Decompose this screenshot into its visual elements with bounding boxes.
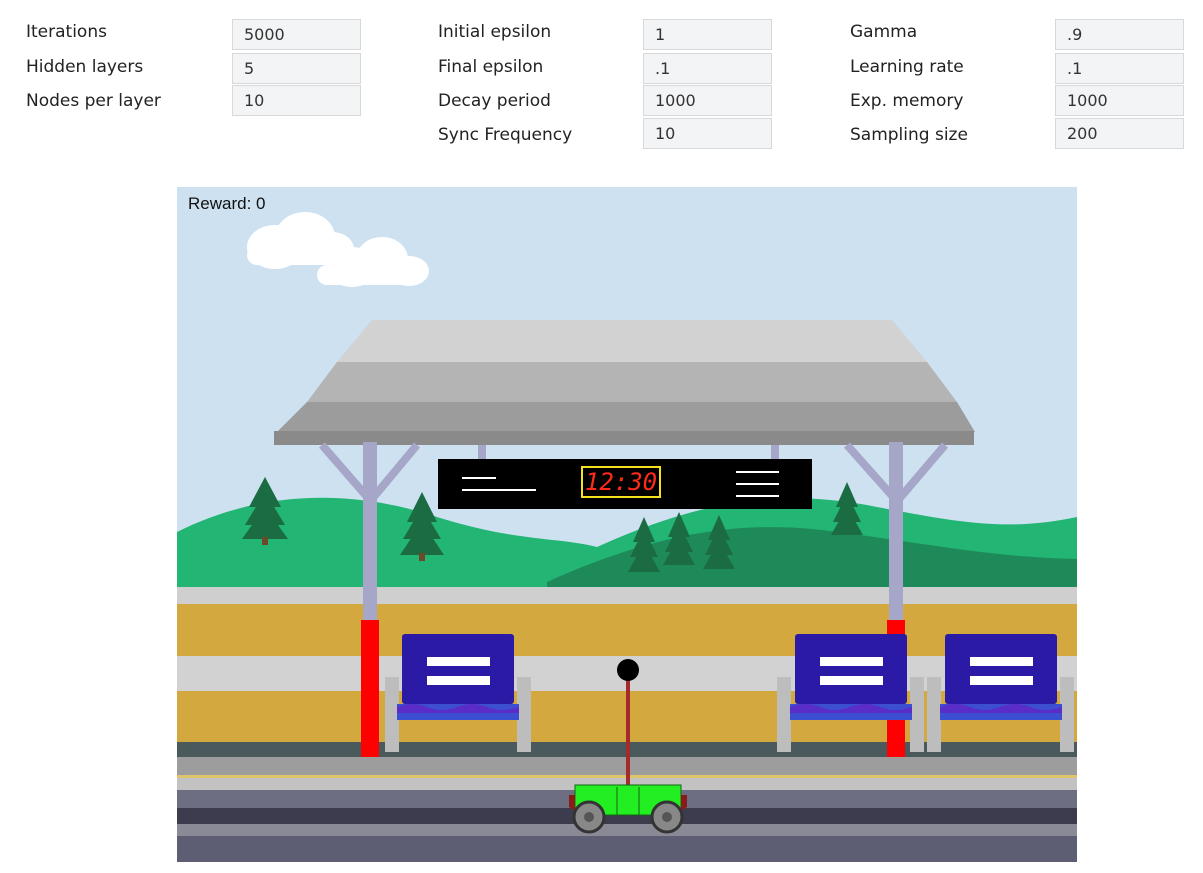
nodes-per-layer-input[interactable]: 10 <box>232 85 361 116</box>
exp-memory-label: Exp. memory <box>850 91 964 111</box>
reward-value: 0 <box>256 194 266 213</box>
pine-tree-icon <box>663 512 695 565</box>
hidden-layers-label: Hidden layers <box>26 57 144 77</box>
iterations-input[interactable]: 5000 <box>232 19 361 50</box>
track-rail-4 <box>177 836 1077 862</box>
pine-tree-icon <box>703 515 735 569</box>
departure-board <box>438 459 812 509</box>
wheel-icon <box>650 800 684 834</box>
cartpole-scene: 12:30 Reward: 0 <box>177 187 1077 862</box>
wheel-icon <box>572 800 606 834</box>
platform-top-strip <box>177 587 1077 604</box>
nodes-per-layer-label: Nodes per layer <box>26 91 161 111</box>
initial-epsilon-input[interactable]: 1 <box>643 19 772 50</box>
gamma-input[interactable]: .9 <box>1055 19 1184 50</box>
learning-rate-label: Learning rate <box>850 57 964 77</box>
track-rail-3 <box>177 824 1077 836</box>
bench-left <box>385 634 531 752</box>
pine-tree-icon <box>242 477 288 545</box>
decay-period-input[interactable]: 1000 <box>643 85 772 116</box>
scene-illustration: 12:30 <box>177 187 1077 862</box>
reward-display: Reward: 0 <box>188 194 266 214</box>
sampling-size-input[interactable]: 200 <box>1055 118 1184 149</box>
iterations-label: Iterations <box>26 22 107 42</box>
platform-sand-upper <box>177 604 1077 656</box>
initial-epsilon-label: Initial epsilon <box>438 22 552 42</box>
shelter-supports <box>318 442 949 502</box>
exp-memory-input[interactable]: 1000 <box>1055 85 1184 116</box>
learning-rate-input[interactable]: .1 <box>1055 53 1184 84</box>
gamma-label: Gamma <box>850 22 918 42</box>
reward-label: Reward: <box>188 194 252 213</box>
shelter-roof-low <box>277 402 975 432</box>
cart <box>569 659 687 816</box>
pine-tree-icon <box>831 482 863 535</box>
bench-right <box>927 634 1074 752</box>
parameter-panel: Iterations 5000 Hidden layers 5 Nodes pe… <box>0 0 1203 170</box>
cloud-icon <box>247 212 354 269</box>
sync-frequency-label: Sync Frequency <box>438 125 573 145</box>
sync-frequency-input[interactable]: 10 <box>643 118 772 149</box>
final-epsilon-input[interactable]: .1 <box>643 53 772 84</box>
cloud-icon <box>317 237 429 287</box>
hidden-layers-input[interactable]: 5 <box>232 53 361 84</box>
pine-tree-icon <box>400 492 444 561</box>
pine-tree-icon <box>628 517 660 572</box>
shelter-roof-top <box>337 320 927 362</box>
clock-display: 12:30 <box>585 468 657 496</box>
shelter-pillar-left <box>361 442 379 757</box>
shelter-roof-mid <box>307 362 957 402</box>
track-rail-2 <box>177 808 1077 824</box>
decay-period-label: Decay period <box>438 91 551 111</box>
shelter-roof-edge <box>274 431 974 445</box>
bench-middle <box>777 634 924 752</box>
sampling-size-label: Sampling size <box>850 125 968 145</box>
final-epsilon-label: Final epsilon <box>438 57 544 77</box>
